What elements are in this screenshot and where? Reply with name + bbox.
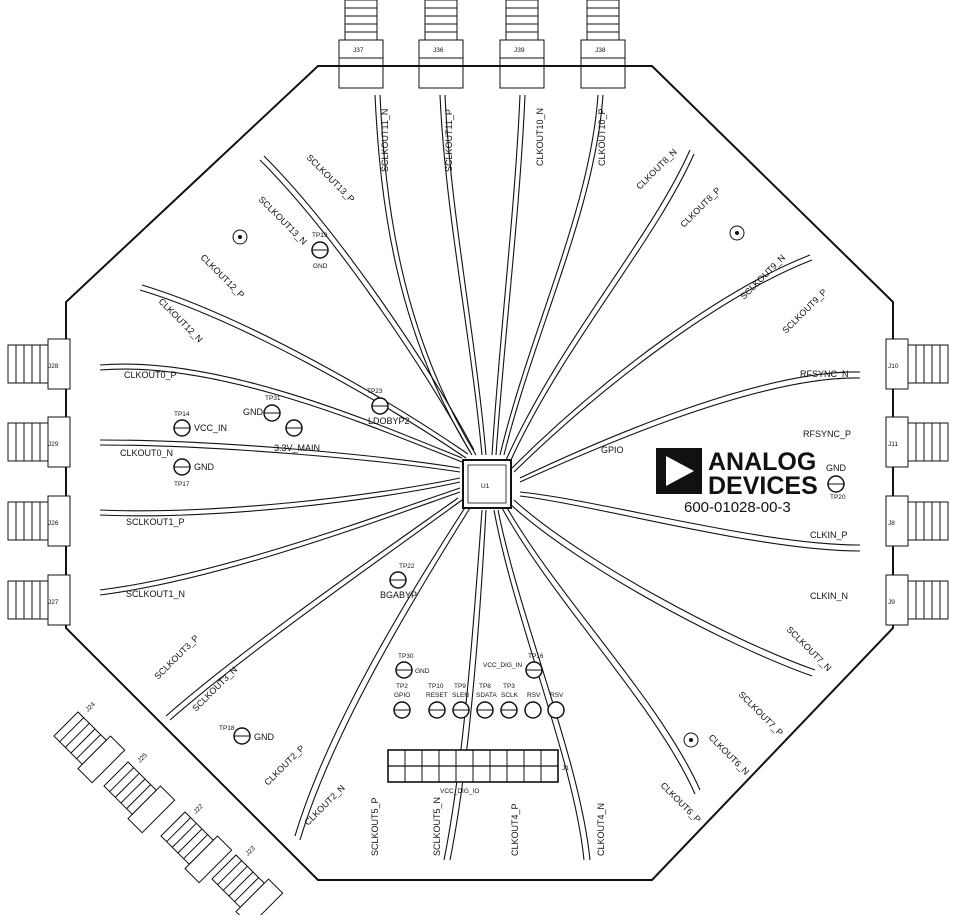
svg-text:TP8: TP8: [479, 683, 491, 690]
svg-text:TP23: TP23: [367, 388, 383, 395]
svg-text:LDOBYP2: LDOBYP2: [368, 416, 410, 426]
logo-line1: ANALOG: [708, 448, 816, 476]
signal-label: SCLKOUT11_P: [444, 109, 454, 172]
connector-label: J26: [48, 520, 59, 527]
right-connectors: J10 J11 J8 J9: [885, 338, 949, 626]
signal-label: CLKOUT0_P: [124, 370, 177, 380]
signal-label: CLKOUT0_N: [120, 448, 173, 458]
left-connectors: J28 J29 J26 J27: [7, 338, 71, 626]
connector-label: J8: [888, 520, 895, 527]
connector-label: J29: [48, 441, 59, 448]
signal-traces: [99, 94, 861, 861]
svg-text:TP16: TP16: [528, 653, 544, 660]
svg-text:TP17: TP17: [174, 481, 190, 488]
connector-label: J39: [514, 47, 525, 54]
svg-text:SLEN: SLEN: [452, 692, 469, 699]
svg-text:TP9: TP9: [454, 683, 466, 690]
signal-label: RFSYNC_N: [800, 369, 849, 379]
svg-text:GND: GND: [254, 732, 275, 742]
bottom-left-connectors: J24 J25 J22 J23: [53, 701, 284, 915]
connector-label: J22: [192, 803, 205, 816]
test-points: TP19 GND TP14 VCC_IN TP17 GND TP31 GND 3…: [173, 232, 847, 745]
svg-text:VCC_DIG_IN: VCC_DIG_IN: [483, 662, 522, 669]
svg-text:VCC_IN: VCC_IN: [194, 423, 227, 433]
top-connectors: J37 J36 J39 J38: [338, 0, 626, 89]
svg-text:J1: J1: [562, 765, 569, 772]
signal-label: SCLKOUT11_N: [380, 109, 390, 172]
svg-text:TP31: TP31: [265, 395, 281, 402]
svg-text:3.3V_MAIN: 3.3V_MAIN: [274, 443, 320, 453]
ic-u1-label: U1: [481, 483, 490, 490]
svg-text:GPIO: GPIO: [394, 692, 410, 699]
connector-label: J24: [84, 701, 97, 714]
svg-text:RESET: RESET: [426, 692, 448, 699]
svg-text:SDATA: SDATA: [476, 692, 497, 699]
part-number: 600-01028-00-3: [684, 499, 791, 516]
signal-label: CLKIN_N: [810, 591, 848, 601]
svg-text:GND: GND: [194, 462, 215, 472]
signal-label: CLKOUT4_P: [510, 803, 520, 856]
signal-label: CLKOUT10_N: [535, 108, 545, 166]
labels-bottom: SCLKOUT5_P SCLKOUT5_N CLKOUT4_P CLKOUT4_…: [370, 797, 606, 856]
labels-right: RFSYNC_N RFSYNC_P CLKIN_P CLKIN_N: [800, 369, 851, 601]
connector-label: J28: [48, 363, 59, 370]
svg-text:TP20: TP20: [830, 494, 846, 501]
svg-text:TP22: TP22: [399, 563, 415, 570]
connector-label: J37: [353, 47, 364, 54]
svg-text:GND: GND: [415, 668, 430, 675]
svg-text:RSV: RSV: [527, 692, 541, 699]
svg-text:TP2: TP2: [396, 683, 408, 690]
connector-label: J11: [888, 441, 898, 448]
svg-text:BGABYP: BGABYP: [380, 590, 417, 600]
svg-text:TP30: TP30: [398, 653, 414, 660]
signal-label: SCLKOUT1_N: [126, 589, 185, 599]
ic-u1: [462, 459, 512, 509]
signal-label: CLKOUT4_N: [596, 803, 606, 856]
signal-label: CLKOUT10_P: [597, 108, 607, 166]
connector-label: J10: [888, 363, 899, 370]
connector-label: J36: [433, 47, 444, 54]
header-testpoints: TP2 TP10 TP9 TP8 TP3 GPIO RESET SLEN SDA…: [393, 683, 565, 719]
labels-left: CLKOUT0_P CLKOUT0_N SCLKOUT1_P SCLKOUT1_…: [120, 370, 185, 599]
svg-text:TP3: TP3: [503, 683, 515, 690]
svg-text:RSV: RSV: [550, 692, 564, 699]
svg-text:GND: GND: [243, 407, 264, 417]
svg-text:SCLK: SCLK: [501, 692, 519, 699]
signal-label: SCLKOUT5_N: [432, 797, 442, 856]
svg-text:VCC_DIG_IO: VCC_DIG_IO: [440, 788, 479, 795]
svg-text:TP14: TP14: [174, 411, 190, 418]
svg-text:TP19: TP19: [312, 232, 328, 239]
svg-text:TP18: TP18: [219, 725, 235, 732]
labels-top: SCLKOUT11_N SCLKOUT11_P CLKOUT10_N CLKOU…: [380, 108, 607, 172]
svg-text:GND: GND: [826, 463, 847, 473]
connector-label: J9: [888, 599, 895, 606]
connector-label: J27: [48, 599, 59, 606]
signal-label: CLKIN_P: [810, 530, 848, 540]
pin-header-j1: J1 VCC_DIG_IO: [387, 749, 569, 795]
analog-devices-logo: ANALOG DEVICES: [656, 448, 818, 500]
signal-label: RFSYNC_P: [803, 429, 851, 439]
gpio-label: GPIO: [601, 445, 624, 455]
connector-label: J38: [595, 47, 606, 54]
signal-label: SCLKOUT5_P: [370, 797, 380, 856]
connector-label: J25: [136, 752, 149, 765]
svg-text:GND: GND: [313, 263, 328, 270]
svg-text:TP10: TP10: [428, 683, 444, 690]
connector-label: J23: [244, 845, 257, 858]
logo-line2: DEVICES: [708, 472, 818, 500]
signal-label: SCLKOUT1_P: [126, 517, 185, 527]
